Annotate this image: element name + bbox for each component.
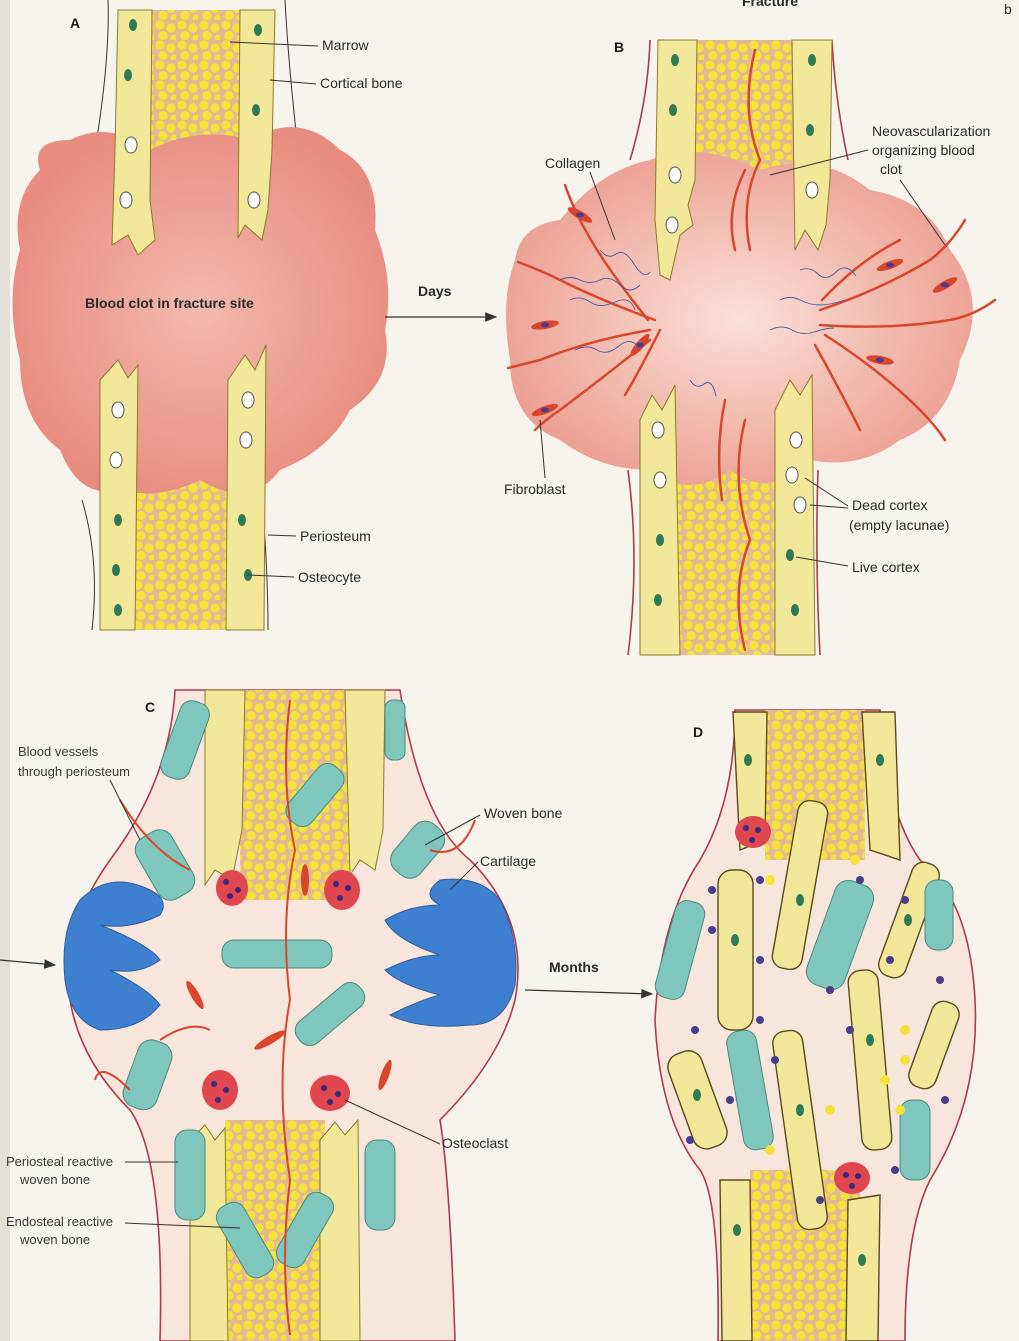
panel-label-a: A bbox=[70, 15, 80, 31]
label-months: Months bbox=[549, 959, 599, 975]
label-collagen: Collagen bbox=[545, 155, 600, 171]
label-osteocyte: Osteocyte bbox=[298, 569, 361, 585]
cortex-c-bottom-right bbox=[320, 1120, 360, 1341]
page-title-fragment: Fracture bbox=[742, 0, 798, 9]
months-transition: Months bbox=[525, 959, 652, 994]
cortex-b-top-right bbox=[792, 40, 832, 250]
panel-label-d: D bbox=[693, 724, 703, 740]
marrow-b-bottom bbox=[672, 470, 782, 655]
label-live-cortex: Live cortex bbox=[852, 559, 920, 575]
months-arrow bbox=[525, 990, 652, 994]
cartilage-left bbox=[64, 882, 163, 1030]
panel-b: B Collagen Neovascularization organizing… bbox=[504, 39, 995, 655]
label-endosteal-line1: Endosteal reactive bbox=[6, 1214, 113, 1229]
page-corner-mark: b bbox=[1004, 1, 1012, 17]
label-blood-vessels-line1: Blood vessels bbox=[18, 744, 99, 759]
label-dead-cortex-line2: (empty lacunae) bbox=[849, 517, 949, 533]
label-endosteal-line2: woven bone bbox=[19, 1232, 90, 1247]
label-blood-vessels-line2: through periosteum bbox=[18, 764, 130, 779]
panel-c: C Blood vessels through periosteum Woven… bbox=[0, 690, 563, 1341]
page-binding-shadow bbox=[0, 0, 10, 1341]
label-cartilage: Cartilage bbox=[480, 853, 536, 869]
label-fibroblast: Fibroblast bbox=[504, 481, 566, 497]
cortical-bone-bottom-left bbox=[100, 360, 138, 630]
label-neovascularization-line1: Neovascularization bbox=[872, 123, 990, 139]
label-blood-clot: Blood clot in fracture site bbox=[85, 295, 254, 311]
panel-label-b: B bbox=[614, 39, 624, 55]
periosteum-line bbox=[95, 0, 108, 150]
label-cortical-bone: Cortical bone bbox=[320, 75, 403, 91]
label-woven-bone: Woven bone bbox=[484, 805, 563, 821]
days-transition: Days bbox=[385, 283, 496, 317]
label-marrow: Marrow bbox=[322, 37, 370, 53]
label-periosteal-line1: Periosteal reactive bbox=[6, 1154, 113, 1169]
panel-d: D bbox=[653, 710, 976, 1341]
cortex-c-top-right bbox=[345, 690, 385, 875]
label-dead-cortex-line1: Dead cortex bbox=[852, 497, 927, 513]
organizing-clot bbox=[506, 152, 973, 485]
cortical-bone-top-left bbox=[112, 10, 155, 255]
label-neovascularization-line2: organizing blood bbox=[872, 142, 975, 158]
label-periosteal-line2: woven bone bbox=[19, 1172, 90, 1187]
label-neovascularization-line3: clot bbox=[880, 161, 902, 177]
label-osteoclast: Osteoclast bbox=[442, 1135, 508, 1151]
cortical-bone-bottom-right bbox=[226, 345, 266, 630]
panel-label-c: C bbox=[145, 699, 155, 715]
label-days: Days bbox=[418, 283, 452, 299]
label-periosteum: Periosteum bbox=[300, 528, 371, 544]
panel-a: A Marrow Cortical bone Blood clot in fra… bbox=[13, 0, 403, 630]
